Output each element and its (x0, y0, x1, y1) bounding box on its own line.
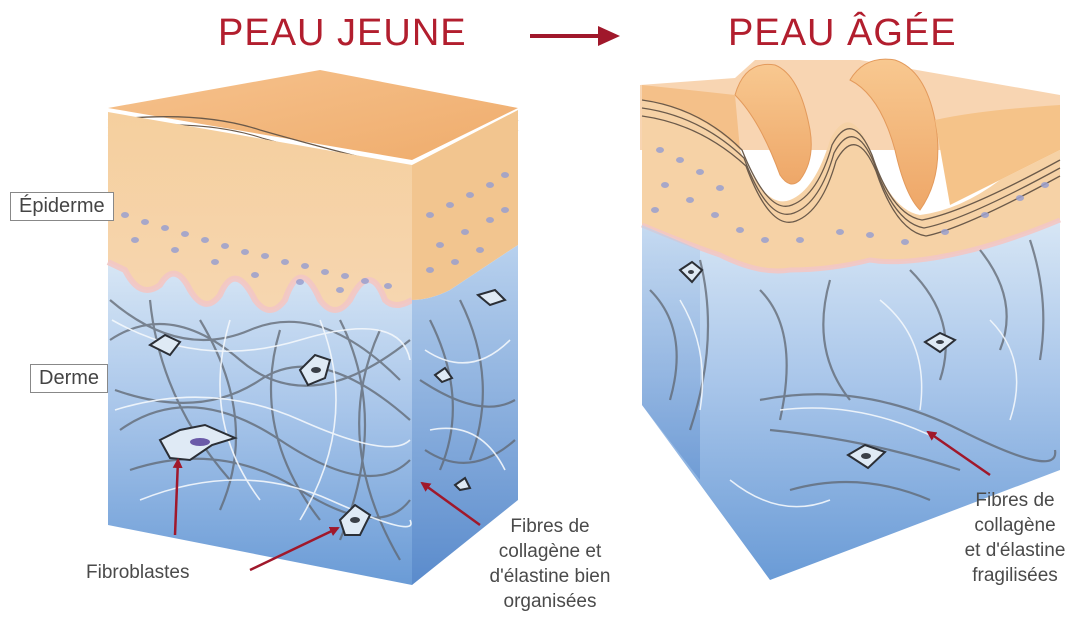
label-dermis: Derme (30, 364, 108, 393)
young-skin-block (108, 70, 518, 585)
callout-aged-fibers: Fibres de collagène et d'élastine fragil… (945, 488, 1085, 588)
label-epidermis: Épiderme (10, 192, 114, 221)
callout-fibroblasts: Fibroblastes (86, 560, 190, 585)
title-aged-skin: PEAU ÂGÉE (728, 12, 957, 55)
callout-young-fibers: Fibres de collagène et d'élastine bien o… (470, 514, 630, 614)
young-dermis-front (108, 262, 412, 585)
transition-arrow (530, 26, 620, 46)
title-young-skin: PEAU JEUNE (218, 12, 467, 55)
